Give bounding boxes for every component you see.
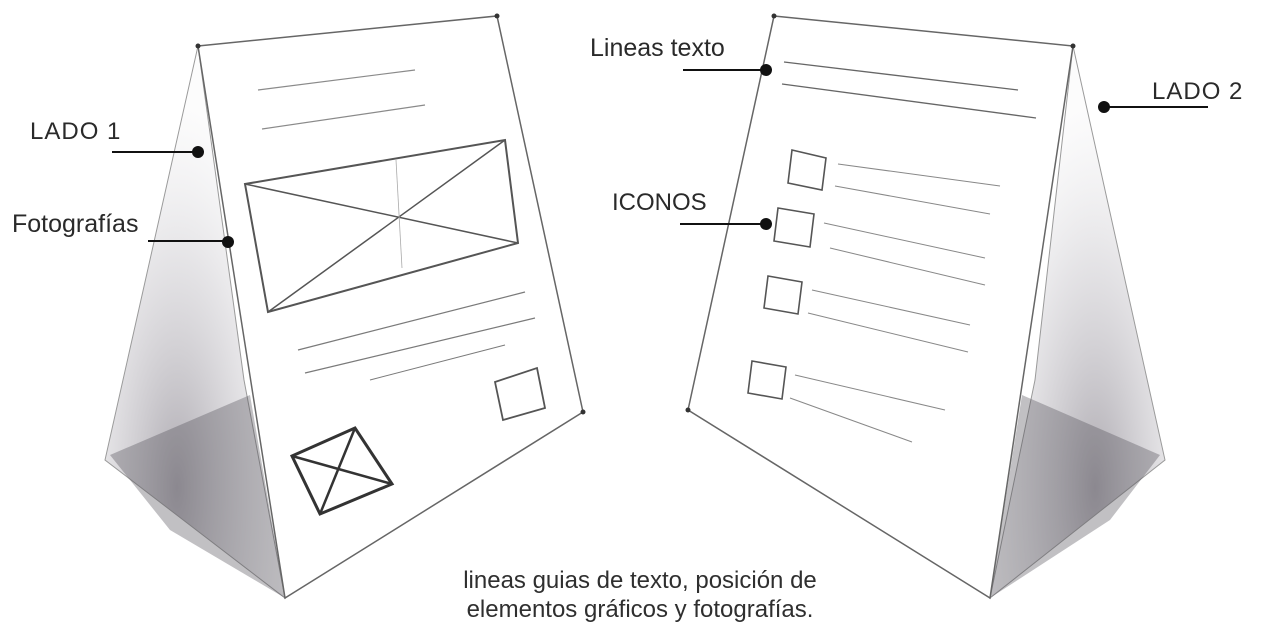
text-line bbox=[261, 104, 426, 130]
icon-placeholder bbox=[787, 149, 827, 191]
text-line bbox=[781, 83, 1037, 119]
text-line bbox=[783, 61, 1019, 91]
left-tent-stand bbox=[104, 13, 586, 600]
callouts bbox=[112, 64, 1208, 248]
photo-guide bbox=[395, 159, 403, 269]
right-tent-stand bbox=[685, 13, 1166, 600]
label-side-2: LADO 2 bbox=[1152, 78, 1244, 105]
label-text-lines: Lineas texto bbox=[590, 34, 725, 62]
text-line bbox=[297, 291, 526, 351]
leader-dot-lado1 bbox=[192, 146, 204, 158]
leader-dot-fotografias bbox=[222, 236, 234, 248]
photo-cross bbox=[267, 139, 506, 313]
icon-placeholder bbox=[493, 366, 547, 422]
photo-cross bbox=[244, 183, 519, 244]
caption: lineas guias de texto, posición de eleme… bbox=[300, 566, 980, 624]
text-line bbox=[304, 317, 536, 374]
left-base-shadow bbox=[110, 395, 285, 598]
caption-line-2: elementos gráficos y fotografías. bbox=[466, 596, 814, 623]
leader-dot-lineas bbox=[760, 64, 772, 76]
label-icons: ICONOS bbox=[612, 189, 707, 216]
right-base-shadow bbox=[990, 395, 1160, 598]
photo-cross bbox=[291, 454, 393, 486]
text-line bbox=[369, 344, 506, 381]
icon-placeholder bbox=[763, 275, 803, 315]
leader-dot-iconos bbox=[760, 218, 772, 230]
icon-placeholder bbox=[773, 207, 815, 248]
label-side-1: LADO 1 bbox=[30, 118, 122, 145]
text-line bbox=[257, 69, 416, 91]
right-front-panel bbox=[687, 15, 1074, 600]
label-photos: Fotografías bbox=[12, 210, 139, 238]
icon-placeholder bbox=[747, 360, 787, 400]
caption-line-1: lineas guias de texto, posición de bbox=[463, 567, 817, 594]
leader-dot-lado2 bbox=[1098, 101, 1110, 113]
photo-cross bbox=[318, 427, 357, 515]
